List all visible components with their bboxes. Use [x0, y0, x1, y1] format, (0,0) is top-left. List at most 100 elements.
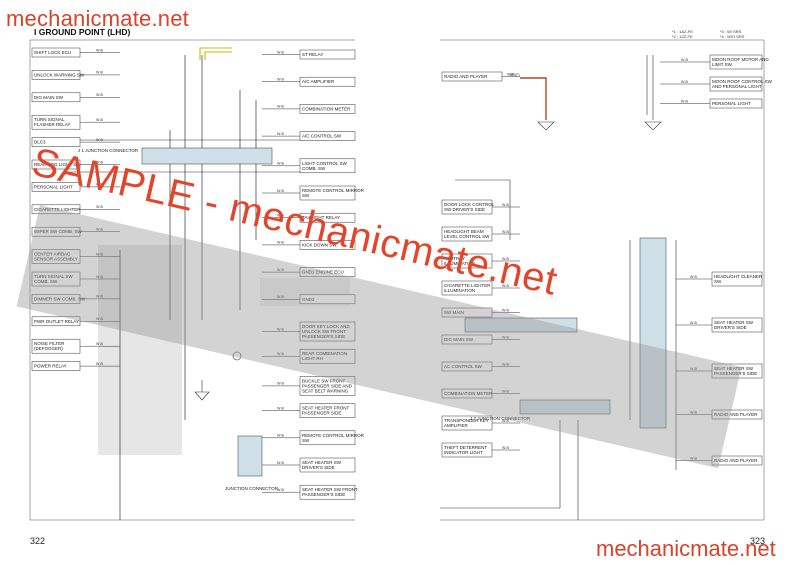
wire-color-label: W-B: [277, 488, 285, 492]
wire-color-label: W-B: [96, 160, 104, 164]
wire-color-label: W-B: [277, 162, 285, 166]
junction-connector: [464, 317, 578, 333]
component-label: KICK DOWN SW: [302, 242, 337, 247]
component-label: TURN SIGNAL: [34, 117, 65, 122]
wire-color-label: W-B: [277, 295, 285, 299]
junction-connector-j7: [519, 399, 611, 415]
wire-color-label: W-B: [96, 93, 104, 97]
component-label: SEAT HEATER SW: [714, 320, 754, 325]
component-label: CENTER AIRBAG: [34, 252, 71, 257]
component-label: BUCKLE SW FRONT: [302, 378, 346, 383]
page-title: I GROUND POINT (LHD): [34, 27, 131, 37]
wire-color-label: W-B: [507, 72, 515, 76]
wire-color-label: W-B: [96, 275, 104, 279]
component-label: PASSENGER'S SIDE: [714, 371, 757, 376]
component-label: HEADLIGHT BEAM: [444, 229, 484, 234]
wire-color-label: W-B: [96, 362, 104, 366]
component-label: THEFT DETERRENT: [444, 445, 487, 450]
component-label: LIGHT CONTROL SW: [302, 161, 348, 166]
wire-label-brf: BR(F): [510, 73, 520, 77]
wire-color-label: W-B: [96, 48, 104, 52]
page-number-right: 323: [750, 536, 766, 546]
ground-symbol: [644, 121, 662, 131]
junction-connector: [639, 237, 667, 429]
wire-color-label: W-B: [502, 419, 510, 423]
component-label: SEAT HEATER SW FRONT: [302, 487, 358, 492]
engine-header-right: *3 : W/ SRS *4 : W/O SRS: [720, 29, 744, 39]
component-label: COMBINATION METER: [444, 391, 493, 396]
wire-color-label: W-B: [277, 214, 285, 218]
wire-color-label: W-B: [277, 268, 285, 272]
component-label: UNLOCK WARNING SW: [34, 72, 85, 77]
component-label: COMB. SW: [34, 279, 58, 284]
component-label: SEAT HEATER FRONT: [302, 406, 350, 411]
wire-color-label: W-B: [277, 189, 285, 193]
component-label: WIPER SW COMB. SW: [34, 229, 83, 234]
component-label: ILLUMINATION: [444, 288, 475, 293]
engine-header-left: *1 : 1AZ-FE *2 : 1ZZ-FE: [672, 29, 693, 39]
wire-color-label: W-B: [96, 118, 104, 122]
page-number-left: 322: [30, 536, 46, 546]
component-label: RADIO AND PLAYER: [714, 412, 758, 417]
wire-color-label: W-B: [690, 367, 698, 371]
component-label: CIGARETTE LIGHTER: [444, 283, 491, 288]
component-label: PWR OUTLET RELAY: [34, 319, 79, 324]
component-label: HEADLIGHT CLEANER: [714, 274, 763, 279]
wire-color-label: W-B: [96, 71, 104, 75]
component-label: PASSENGER'S SIDE: [302, 492, 345, 497]
wire-highlight: [204, 51, 232, 60]
component-label: SW: [302, 438, 310, 443]
component-label: PASSENGER'S SIDE: [302, 334, 345, 339]
wire-color-label: W-B: [502, 335, 510, 339]
component-label: RADIO AND PLAYER: [444, 74, 488, 79]
wire-color-label: W-B: [96, 138, 104, 142]
component-label: PASSENGER SIDE: [302, 411, 341, 416]
component-label: SEAT HEATER SW: [714, 366, 754, 371]
component-label: A/C AMPLIFIER: [302, 79, 335, 84]
component-label: A/C CONTROL SW: [302, 134, 342, 139]
wire-color-label: W-B: [690, 456, 698, 460]
component-label: TRANSPONDER KEY: [444, 418, 489, 423]
wire-color-label: W-B: [96, 317, 104, 321]
component-label: DRIVER'S SIDE: [302, 465, 335, 470]
component-label: SEAT HEATER SW: [302, 460, 342, 465]
wire-color-label: W-B: [690, 410, 698, 414]
component-label: REAR FOG LIGHT SW: [34, 162, 81, 167]
component-label: DLC3: [34, 140, 46, 145]
component-label: REMOTE CONTROL MIRROR: [302, 433, 365, 438]
component-label: AND PERSONAL LIGHT: [712, 84, 762, 89]
component-label: PASSENGER SIDE AND: [302, 383, 353, 388]
component-label: DIMMER SW COMB. SW: [34, 296, 86, 301]
wire-color-label: W-B: [277, 406, 285, 410]
wire-color-label: W-B: [277, 461, 285, 465]
wire-color-label: W-B: [681, 80, 689, 84]
engine-note: *3 : W/ SRS: [720, 29, 742, 34]
engine-note: *1 : 1AZ-FE: [672, 29, 693, 34]
component-label: SENSOR ASSEMBLY: [34, 257, 78, 262]
component-label: NOISE FILTER: [34, 341, 65, 346]
ground-symbol: [194, 391, 210, 401]
splice-point: [232, 351, 242, 361]
component-label: SEAT BELT WARNING: [302, 388, 349, 393]
wire-color-label: W-B: [502, 446, 510, 450]
wire-color-label: W-B: [502, 257, 510, 261]
wire-color-label: W-B: [502, 230, 510, 234]
component-label: ST RELAY: [302, 52, 323, 57]
component-label: DOOR LOCK CONTROL: [444, 202, 495, 207]
wire-color-label: W-B: [681, 58, 689, 62]
component-label: DIG MAIN SW: [444, 337, 474, 342]
component-label: SHIFT LOCK ECU: [34, 50, 71, 55]
wire-color-label: W-B: [690, 275, 698, 279]
component-label: INDICATOR LIGHT: [444, 450, 483, 455]
wire-color-label: W-B: [96, 295, 104, 299]
component-label: DIG MAIN SW: [34, 95, 64, 100]
engine-note: *4 : W/O SRS: [720, 34, 745, 39]
wire-color-label: W-B: [96, 228, 104, 232]
left-components: SHIFT LOCK ECU W-B UNLOCK WARNING SW W-B DIG…: [31, 47, 120, 371]
watermark-top: mechanicmate.net: [6, 6, 189, 31]
j7-label: J 7 JUNCTION CONNECTOR: [470, 416, 531, 421]
component-label: PERSONAL LIGHT: [712, 101, 751, 106]
